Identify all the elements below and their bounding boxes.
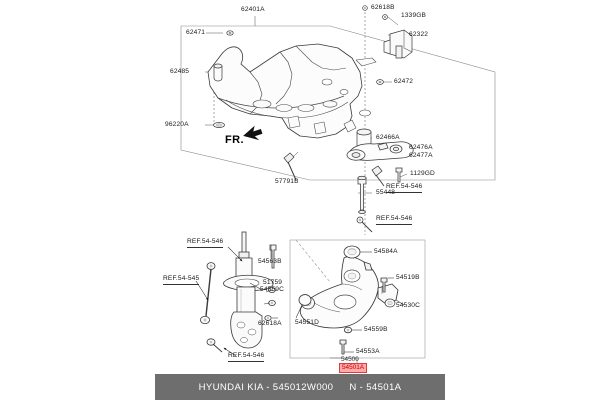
selected-part-highlight[interactable]: 54501A xyxy=(339,363,368,374)
footer-bar: HYUNDAI KIA - 545012W000 N - 54501A xyxy=(155,374,445,400)
fr-direction-arrow xyxy=(243,125,263,141)
callout-1129gd: 1129GD xyxy=(410,170,435,177)
callout-ref-54-546-rollrod-upper: REF.54-546 xyxy=(386,183,422,192)
footer-note-part-number: N - 54501A xyxy=(349,381,402,393)
callout-54563b: 54563B xyxy=(258,258,282,265)
subframe-crossmember xyxy=(207,43,377,139)
callout-62401a: 62401A xyxy=(241,6,265,13)
callout-62477a: 62477A xyxy=(409,152,433,159)
callout-54584a: 54584A xyxy=(374,248,398,255)
callout-62322: 62322 xyxy=(409,31,429,38)
callout-54553a: 54553A xyxy=(356,348,380,355)
lower-arm-detail-box xyxy=(289,239,426,359)
footer-brand-part-number: HYUNDAI KIA - 545012W000 xyxy=(198,381,334,393)
callout-62476a: 62476A xyxy=(409,144,433,151)
callout-ref-54-546-rollrod-lower: REF.54-546 xyxy=(376,215,412,224)
callout-ref-54-545: REF.54-545 xyxy=(163,275,199,284)
roll-rod-assembly xyxy=(346,141,414,233)
front-direction-label: FR. xyxy=(225,134,244,146)
callout-54559b: 54559B xyxy=(364,326,388,333)
group-number-label: 54500 xyxy=(341,356,359,363)
callout-62471: 62471 xyxy=(186,29,206,36)
lower-arm-leader-lines xyxy=(295,239,405,353)
callout-62485: 62485 xyxy=(170,68,190,75)
callout-ref-54-546-strut-bottom: REF.54-546 xyxy=(228,352,264,361)
callout-55448: 55448 xyxy=(376,189,396,196)
callout-54551d: 54551D xyxy=(295,319,319,326)
group-bounding-boxes xyxy=(180,25,496,359)
callout-62472: 62472 xyxy=(394,78,414,85)
callout-51759: 51759 xyxy=(263,279,283,286)
subframe-group-box xyxy=(180,25,496,181)
callout-62466a: 62466A xyxy=(376,134,400,141)
callout-62618a: 62618A xyxy=(258,320,282,327)
front-strut-assembly xyxy=(199,231,277,353)
callout-54519b: 54519B xyxy=(396,274,420,281)
callout-1339gb: 1339GB xyxy=(401,12,427,19)
callout-ref-54-546-strut-top: REF.54-546 xyxy=(187,238,223,247)
callout-54530c: 54530C xyxy=(396,302,420,309)
callout-62618b: 62618B xyxy=(371,4,395,11)
callout-57791b: 57791B xyxy=(275,178,299,185)
subframe-fasteners xyxy=(213,5,413,181)
callout-96220a: 96220A xyxy=(165,121,189,128)
front-lower-control-arm xyxy=(298,245,399,355)
callout-54559c: 54559C xyxy=(260,286,284,293)
